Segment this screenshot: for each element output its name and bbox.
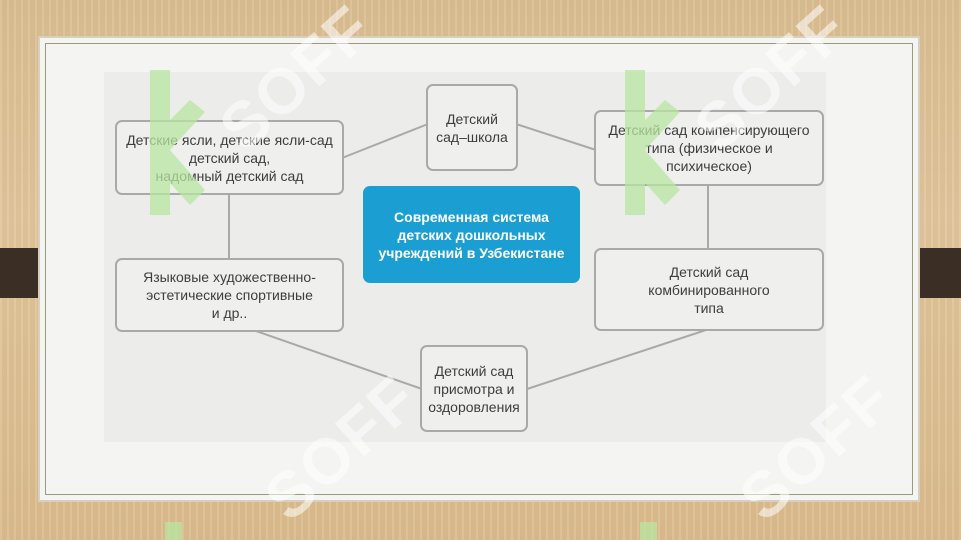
node-center-system: Современная система детских дошкольных у…: [363, 186, 580, 283]
node-center-label: Современная система детских дошкольных у…: [378, 208, 565, 261]
node-combined-label: Детский сад комбинированного типа: [648, 263, 770, 316]
node-care: Детский сад присмотра и оздоровления: [420, 345, 528, 432]
node-language: Языковые художественно- эстетические спо…: [115, 258, 344, 332]
node-care-label: Детский сад присмотра и оздоровления: [428, 362, 520, 415]
node-school-label: Детский сад–школа: [436, 110, 508, 145]
node-nursery: Детские ясли, детские ясли-сад детский с…: [115, 120, 344, 195]
node-language-label: Языковые художественно- эстетические спо…: [143, 269, 316, 321]
connector-care-combined: [526, 329, 707, 390]
node-combined: Детский сад комбинированного типа: [594, 248, 824, 331]
connector-school-compensating: [515, 123, 597, 151]
node-compensating-label: Детский сад компенсирующего типа (физиче…: [608, 122, 810, 174]
slide-inner-border: [45, 43, 913, 495]
connector-language-care: [252, 329, 423, 390]
node-school: Детский сад–школа: [426, 84, 518, 171]
connector-nursery-school: [341, 123, 429, 159]
node-compensating: Детский сад компенсирующего типа (физиче…: [594, 110, 824, 186]
node-nursery-label: Детские ясли, детские ясли-сад детский с…: [126, 131, 333, 184]
